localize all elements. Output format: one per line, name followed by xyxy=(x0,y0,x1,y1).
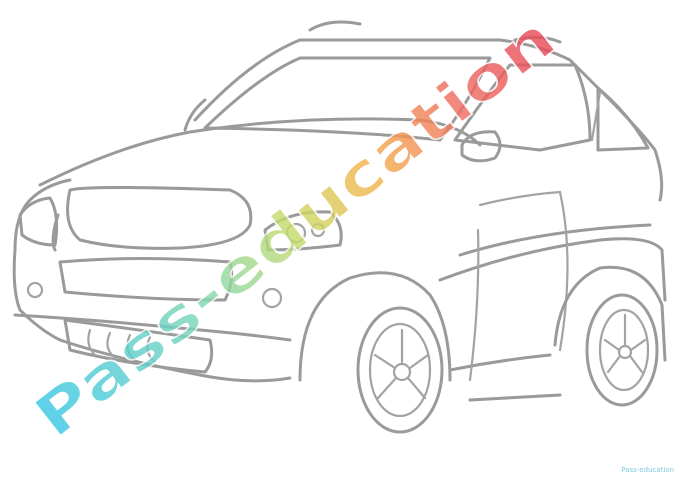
corner-watermark: Pass-education xyxy=(621,466,674,474)
roof-rails xyxy=(308,20,562,44)
watermark: Pass-education xyxy=(21,3,569,452)
front-bumper xyxy=(13,257,292,374)
windshield xyxy=(203,56,492,142)
watermark-text: Pass-education xyxy=(22,3,568,451)
rear-wheel xyxy=(553,265,667,407)
side-mirror xyxy=(460,130,502,163)
headlights xyxy=(18,196,343,252)
car-body xyxy=(12,38,667,402)
side-windows xyxy=(453,63,650,152)
front-wheel xyxy=(298,271,452,434)
